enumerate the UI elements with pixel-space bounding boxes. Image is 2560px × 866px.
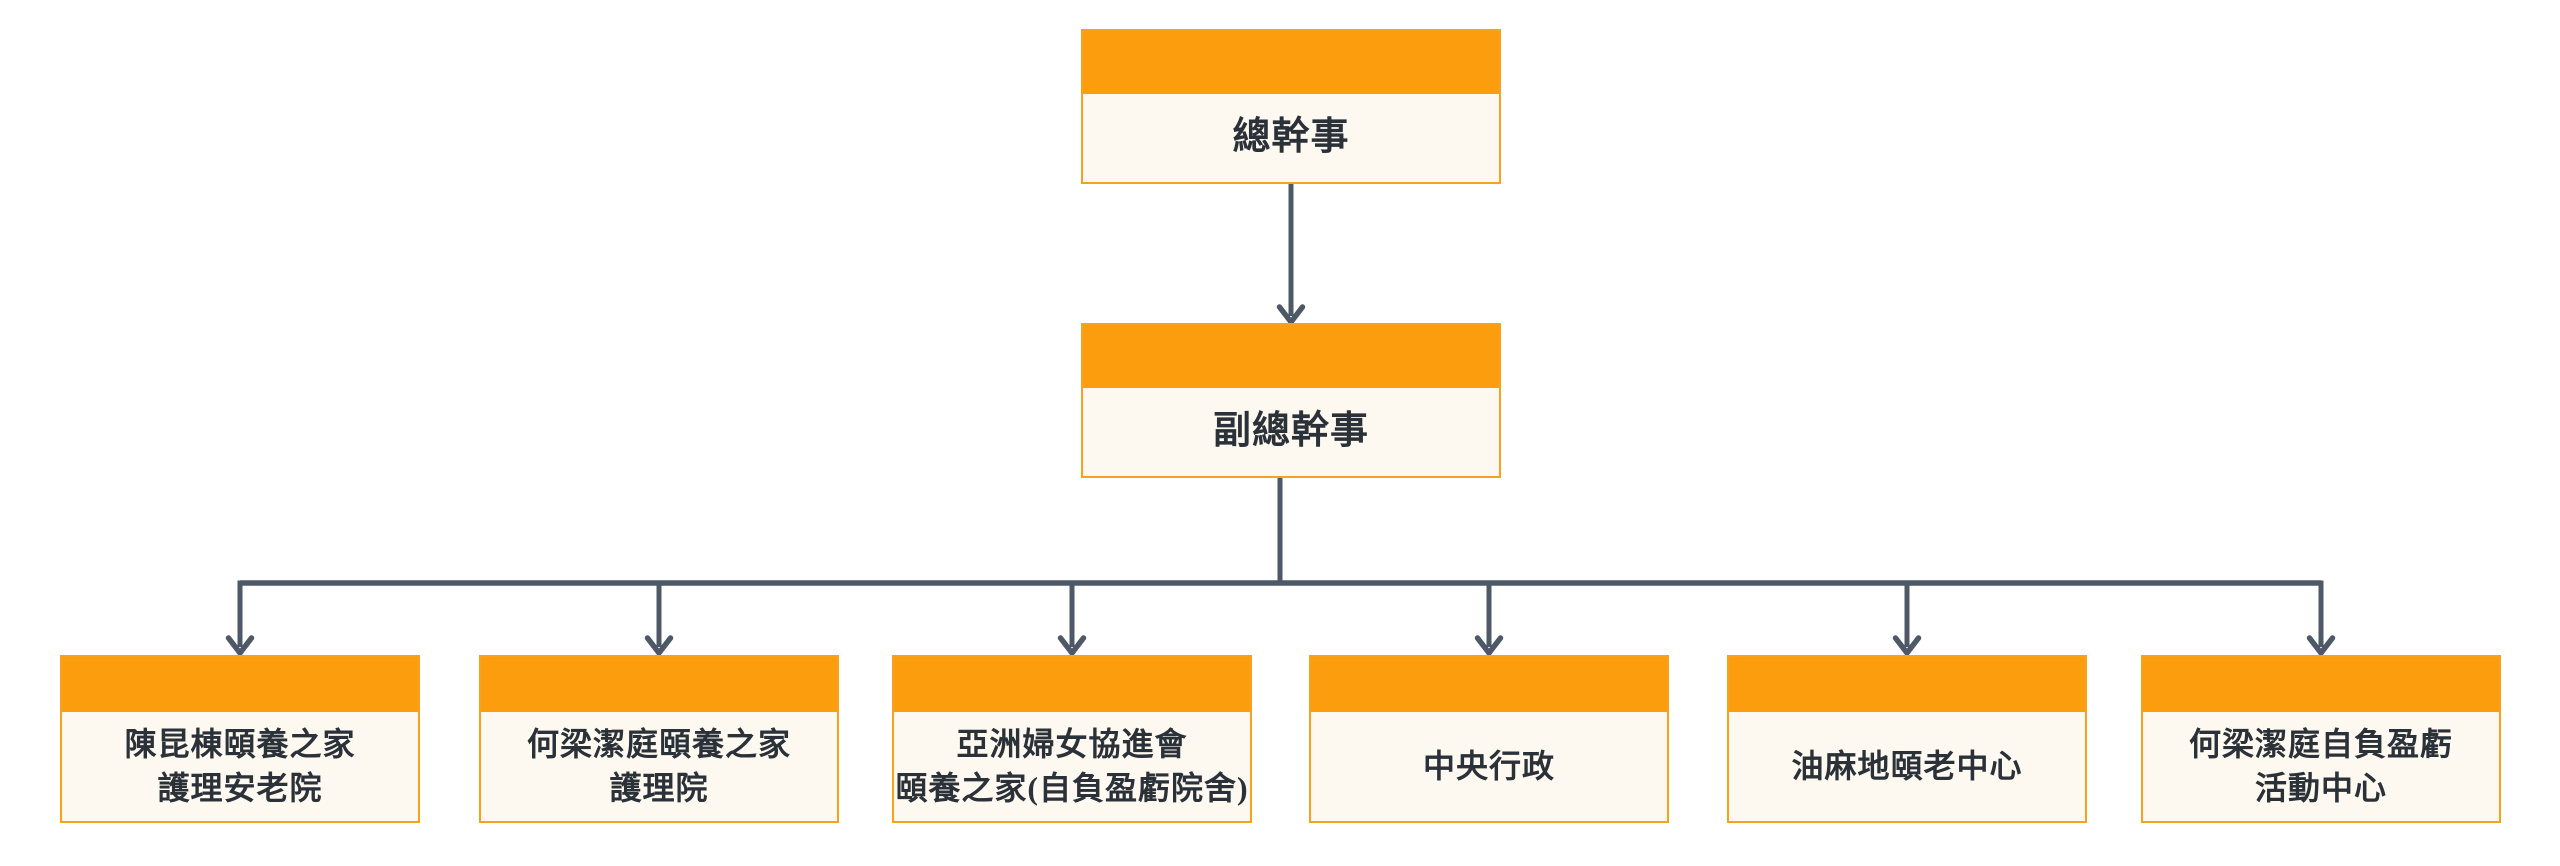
org-node-ho-leung-kit-ting-activity-centre: 何梁潔庭自負盈虧活動中心 [2141, 655, 2501, 823]
org-node-label-line: 何梁潔庭自負盈虧 [2188, 725, 2453, 762]
org-node-header-band [1083, 31, 1499, 94]
org-node-header-band [894, 657, 1250, 712]
org-node-ho-leung-kit-ting-home: 何梁潔庭頤養之家護理院 [479, 655, 839, 823]
org-node-asian-womens-association-home: 亞洲婦女協進會頤養之家(自負盈虧院舍) [892, 655, 1252, 823]
org-node-label-line: 總幹事 [1232, 116, 1350, 159]
org-node-label: 油麻地頤老中心 [1729, 712, 2085, 821]
org-node-label: 副總幹事 [1083, 388, 1499, 476]
org-node-label-line: 活動中心 [2254, 769, 2387, 806]
org-node-label-line: 護理院 [609, 769, 709, 806]
arrowhead-central-administration [1474, 635, 1504, 656]
org-node-label-lines: 中央行政 [1423, 745, 1555, 789]
org-node-header-band [2143, 657, 2499, 712]
org-node-header-band [1729, 657, 2085, 712]
org-node-label-lines: 副總幹事 [1213, 406, 1369, 458]
org-node-deputy-director-general: 副總幹事 [1081, 323, 1501, 478]
arrowhead-deputy [1276, 304, 1306, 325]
org-node-header-band [1311, 657, 1667, 712]
org-node-label: 中央行政 [1311, 712, 1667, 821]
org-node-header-band [481, 657, 837, 712]
org-node-header-band [1083, 325, 1499, 388]
org-node-yau-ma-tei-elderly-centre: 油麻地頤老中心 [1727, 655, 2087, 823]
org-node-label: 總幹事 [1083, 94, 1499, 182]
org-node-label-line: 陳昆棟頤養之家 [124, 725, 356, 762]
arrowhead-ho-leung-kit-ting-home [644, 635, 674, 656]
arrowhead-ho-leung-kit-ting-activity-centre [2306, 635, 2336, 656]
org-node-chan-kwan-tung-home: 陳昆棟頤養之家護理安老院 [60, 655, 420, 823]
org-node-central-administration: 中央行政 [1309, 655, 1669, 823]
org-node-label-line: 頤養之家(自負盈虧院舍) [895, 769, 1249, 806]
arrowhead-asian-womens-association-home [1057, 635, 1087, 656]
org-node-director-general: 總幹事 [1081, 29, 1501, 184]
org-node-label-lines: 何梁潔庭自負盈虧活動中心 [2189, 723, 2453, 810]
org-node-label-lines: 何梁潔庭頤養之家護理院 [527, 723, 791, 810]
org-node-label: 何梁潔庭自負盈虧活動中心 [2143, 712, 2499, 821]
arrowhead-chan-kwan-tung-home [225, 635, 255, 656]
org-node-label-line: 中央行政 [1422, 747, 1555, 784]
org-node-label-lines: 總幹事 [1232, 112, 1349, 164]
org-node-label-line: 副總幹事 [1212, 410, 1369, 453]
org-node-label-lines: 亞洲婦女協進會頤養之家(自負盈虧院舍) [895, 723, 1248, 810]
org-node-label-line: 亞洲婦女協進會 [956, 725, 1188, 762]
org-node-header-band [62, 657, 418, 712]
org-node-label-line: 何梁潔庭頤養之家 [526, 725, 791, 762]
org-node-label: 陳昆棟頤養之家護理安老院 [62, 712, 418, 821]
org-node-label-lines: 油麻地頤老中心 [1791, 745, 2022, 789]
org-node-label: 何梁潔庭頤養之家護理院 [481, 712, 837, 821]
org-node-label-lines: 陳昆棟頤養之家護理安老院 [124, 723, 355, 810]
arrowhead-yau-ma-tei-elderly-centre [1892, 635, 1922, 656]
org-node-label-line: 護理安老院 [157, 769, 323, 806]
org-node-label-line: 油麻地頤老中心 [1791, 747, 2023, 784]
org-node-label: 亞洲婦女協進會頤養之家(自負盈虧院舍) [894, 712, 1250, 821]
